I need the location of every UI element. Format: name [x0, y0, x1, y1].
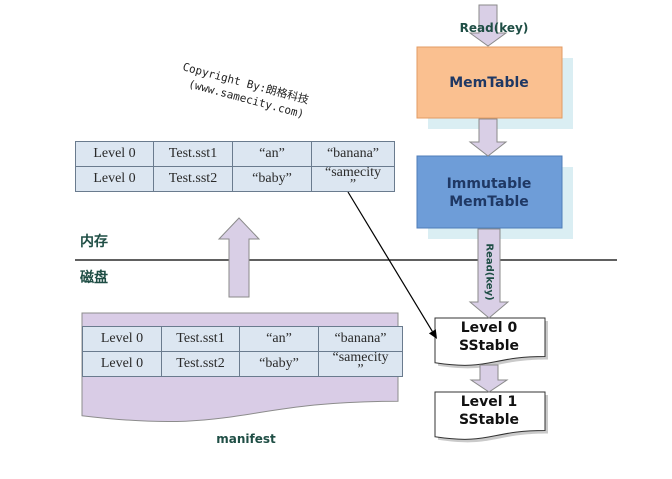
- read-entry-label: Read(key): [460, 21, 529, 35]
- level-cell: Level 0: [82, 351, 162, 377]
- immutable-to-level0-arrow-icon: [468, 228, 510, 319]
- level0-sstable-label-line1: Level 0: [461, 320, 518, 336]
- sstable-pointer-arrowhead-icon: [428, 329, 437, 339]
- max-key-cell: “banana”: [318, 326, 403, 352]
- level0-sstable-label-line2: SStable: [459, 338, 519, 354]
- level0-to-level1-arrow-icon: [469, 364, 509, 393]
- table-row: Level 0 Test.sst2 “baby” “samecity ”: [75, 166, 395, 192]
- level1-sstable-shape: [434, 391, 546, 440]
- memtable-box: [416, 46, 563, 119]
- min-key-cell: “an”: [239, 326, 319, 352]
- table-row: Level 0 Test.sst2 “baby” “samecity ”: [82, 351, 403, 377]
- memtable-label: MemTable: [449, 75, 529, 91]
- manifest-table: Level 0 Test.sst1 “an” “banana” Level 0 …: [82, 326, 403, 377]
- min-key-cell: “an”: [232, 141, 312, 167]
- manifest-load-up-arrow-icon: [217, 217, 261, 298]
- memtable-to-immutable-arrow-icon: [468, 118, 508, 157]
- table-row: Level 0 Test.sst1 “an” “banana”: [82, 326, 403, 352]
- max-key-cell: “samecity ”: [311, 166, 395, 192]
- sstable-file-table: Level 0 Test.sst1 “an” “banana” Level 0 …: [75, 141, 395, 192]
- file-name-cell: Test.sst1: [153, 141, 233, 167]
- sstable-pointer-line: [347, 191, 433, 332]
- level-cell: Level 0: [82, 326, 162, 352]
- file-name-cell: Test.sst1: [161, 326, 240, 352]
- level1-sstable-label-line1: Level 1: [461, 394, 517, 410]
- file-name-cell: Test.sst2: [153, 166, 233, 192]
- level1-sstable-label-line2: SStable: [459, 412, 519, 428]
- max-key-cell: “samecity ”: [318, 351, 403, 377]
- immutable-memtable-label-line2: MemTable: [449, 194, 529, 210]
- read-entry-arrow-icon: [468, 4, 508, 47]
- level-cell: Level 0: [75, 141, 154, 167]
- level-cell: Level 0: [75, 166, 154, 192]
- min-key-cell: “baby”: [232, 166, 312, 192]
- manifest-label: manifest: [216, 432, 276, 446]
- max-key-cell: “banana”: [311, 141, 395, 167]
- disk-region-label: 磁盘: [80, 269, 108, 286]
- file-name-cell: Test.sst2: [161, 351, 240, 377]
- immutable-memtable-box: [416, 155, 563, 229]
- level0-sstable-shape: [434, 317, 546, 366]
- memory-region-label: 内存: [80, 233, 108, 250]
- disk-read-label: Read(key): [484, 243, 495, 300]
- table-row: Level 0 Test.sst1 “an” “banana”: [75, 141, 395, 167]
- min-key-cell: “baby”: [239, 351, 319, 377]
- immutable-memtable-label-line1: Immutable: [447, 176, 532, 192]
